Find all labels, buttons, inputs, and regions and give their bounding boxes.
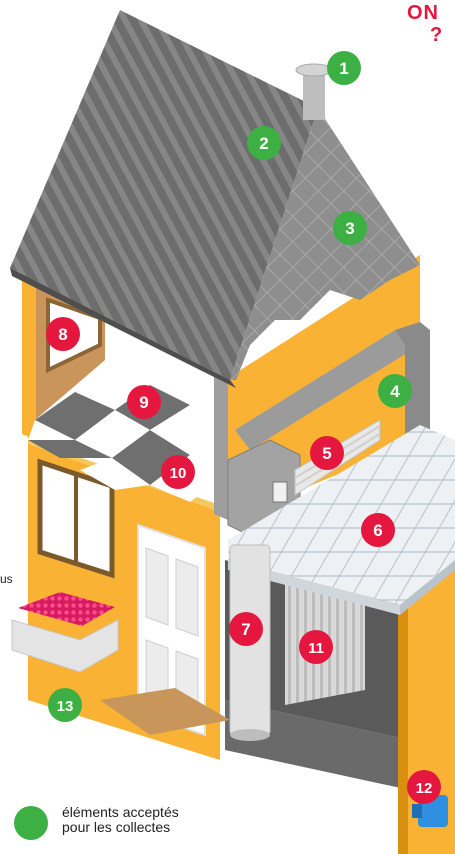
marker-label: 12 xyxy=(416,780,433,797)
marker-7: 7 xyxy=(229,612,263,646)
marker-5: 5 xyxy=(310,436,344,470)
marker-4: 4 xyxy=(378,374,412,408)
marker-12: 12 xyxy=(407,770,441,804)
chimney xyxy=(303,70,325,120)
marker-11: 11 xyxy=(299,630,333,664)
marker-label: 8 xyxy=(58,325,67,344)
marker-label: 1 xyxy=(339,59,348,78)
marker-label: 4 xyxy=(390,382,400,401)
marker-3: 3 xyxy=(333,211,367,245)
marker-8: 8 xyxy=(46,317,80,351)
legend-text: éléments acceptés pour les collectes xyxy=(62,805,252,835)
marker-label: 9 xyxy=(139,393,148,412)
marker-1: 1 xyxy=(327,51,361,85)
marker-10: 10 xyxy=(161,455,195,489)
marker-label: 5 xyxy=(322,444,331,463)
marker-label: 3 xyxy=(345,219,354,238)
legend-line-1: éléments acceptés xyxy=(62,805,252,820)
legend-line-2: pour les collectes xyxy=(62,820,252,835)
marker-label: 6 xyxy=(373,521,382,540)
marker-2: 2 xyxy=(247,126,281,160)
marker-label: 10 xyxy=(170,465,187,482)
marker-9: 9 xyxy=(127,385,161,419)
legend-accepted-dot xyxy=(14,806,48,840)
marker-label: 7 xyxy=(241,620,250,639)
marker-13: 13 xyxy=(48,688,82,722)
marker-label: 2 xyxy=(259,134,268,153)
marker-6: 6 xyxy=(361,513,395,547)
marker-label: 13 xyxy=(57,698,74,715)
marker-label: 11 xyxy=(308,640,324,657)
